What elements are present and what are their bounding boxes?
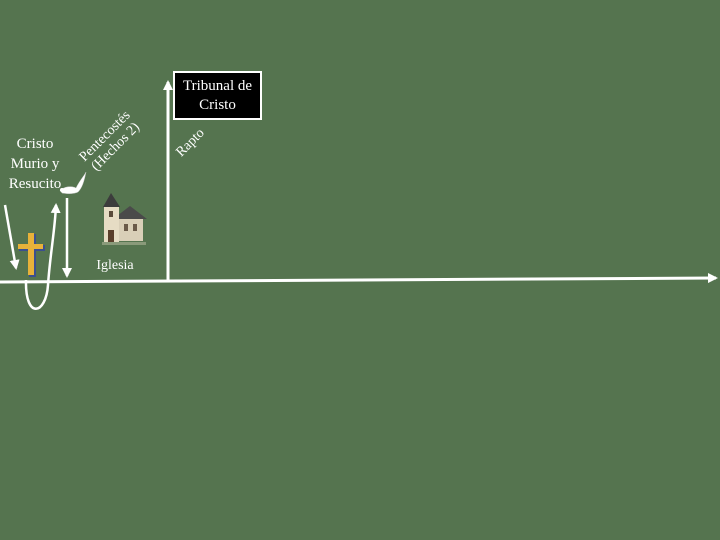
church-label: Iglesia [96, 258, 134, 273]
christ-died-rose-label: Cristo Murio y Resucito [8, 136, 62, 192]
cross-icon [18, 233, 45, 277]
dove-icon [59, 171, 87, 194]
judgment-seat-box: Tribunal de Cristo [173, 71, 262, 120]
descent-arrow [3, 204, 20, 270]
resurrection-loop [24, 203, 61, 310]
church-icon [102, 193, 147, 245]
timeline-axis [0, 273, 718, 284]
